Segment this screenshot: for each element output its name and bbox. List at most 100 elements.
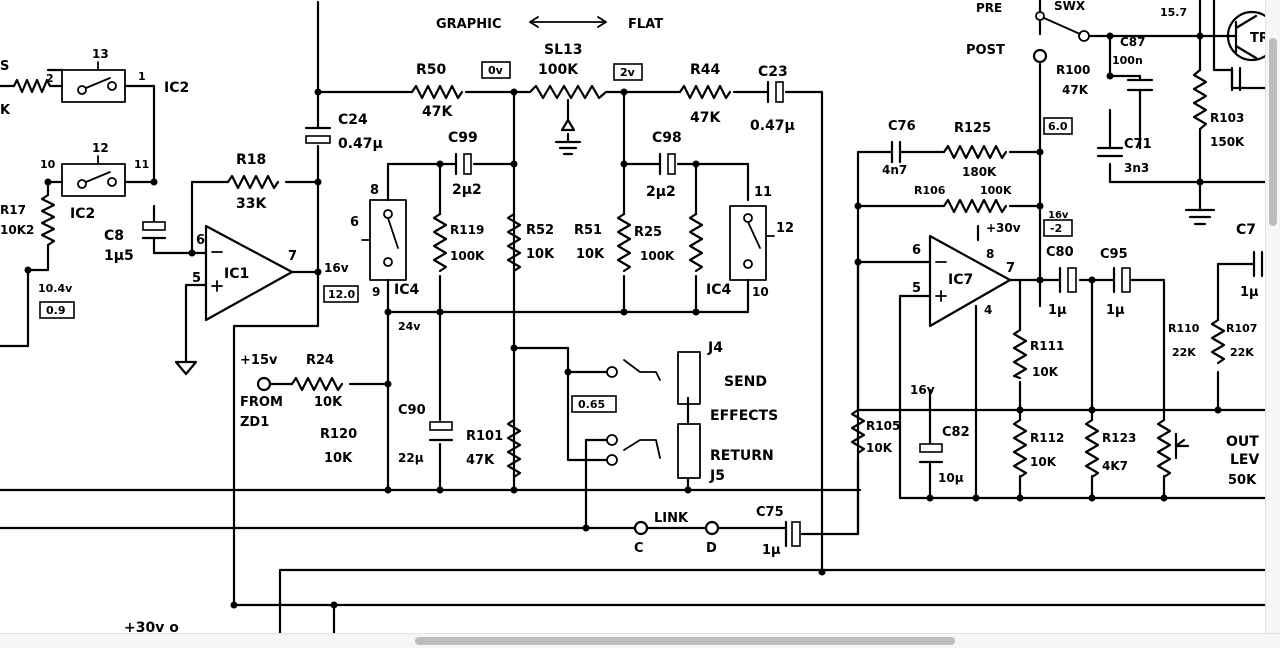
label-zd1: ZD1 (240, 415, 269, 430)
resistor-r103 (1192, 68, 1208, 154)
label-c23: C23 (758, 64, 788, 80)
label-link: LINK (654, 511, 689, 526)
label-r103-value: 150K (1210, 135, 1245, 149)
label-r107-value: 22K (1230, 346, 1254, 359)
label-lev-value: 50K (1228, 473, 1257, 488)
pin-8: 8 (370, 183, 379, 198)
label-v104: 10.4v (38, 282, 73, 295)
horizontal-scrollbar-thumb[interactable] (415, 637, 955, 645)
label-r105-value: 10K (866, 441, 893, 455)
label-j4: J4 (707, 340, 723, 356)
label-r25: R25 (634, 225, 662, 240)
label-r120-value: 10K (324, 451, 353, 466)
resistor-r123 (1084, 418, 1100, 479)
resistor-r105 (850, 408, 866, 455)
label-c99-value: 2μ2 (452, 182, 482, 198)
label-r107: R107 (1226, 322, 1257, 335)
capacitor-c23 (766, 80, 784, 104)
resistor-r17 (40, 193, 56, 247)
pin-10: 10 (40, 158, 56, 171)
resistor-r24 (290, 376, 344, 392)
jack-send (677, 351, 701, 405)
label-flat: FLAT (628, 17, 663, 32)
op-amps (204, 224, 1012, 328)
test-point-12-0: 12.0 (328, 288, 355, 301)
label-ic4b: IC4 (706, 282, 731, 298)
label-ic7: IC7 (948, 272, 973, 288)
label-c7x-value: 1μ (1240, 285, 1259, 300)
ic1-pin-7: 7 (288, 249, 297, 264)
label-r24: R24 (306, 353, 334, 368)
label-v24: 24v (398, 320, 421, 333)
vertical-scrollbar[interactable] (1265, 0, 1280, 634)
ic7-pin-7: 7 (1006, 261, 1015, 276)
label-c8-value: 1μ5 (104, 248, 134, 264)
label-c71: C71 (1124, 137, 1152, 152)
label-r51: R51 (574, 223, 602, 238)
label-left-k: K (0, 103, 11, 118)
label-sl13: SL13 (544, 42, 583, 58)
label-r52-value: 10K (526, 247, 555, 262)
ground-right (1184, 208, 1216, 226)
resistor-r101 (506, 418, 522, 479)
label-ic2a: IC2 (164, 80, 189, 96)
pin-10b: 10 (752, 285, 769, 299)
label-r110-value: 22K (1172, 346, 1196, 359)
test-point-0-65: 0.65 (578, 398, 605, 411)
label-c87: C87 (1120, 35, 1146, 49)
component-labels: GRAPHIC FLAT SL13 100K R50 47K R44 47K C… (0, 0, 1266, 634)
label-c90-value: 22μ (398, 451, 424, 465)
pin-12: 12 (92, 141, 109, 155)
resistor-r18 (226, 174, 280, 190)
label-c82-value: 10μ (938, 471, 964, 485)
switch-ic4a (361, 199, 407, 281)
label-plus30: +30v (986, 221, 1021, 235)
label-c7x: C7 (1236, 222, 1256, 238)
label-c80: C80 (1046, 245, 1074, 260)
label-c95: C95 (1100, 247, 1128, 262)
resistor-lev (1156, 418, 1172, 479)
label-post: POST (966, 43, 1005, 58)
capacitor-c8 (141, 221, 167, 240)
label-v16b: 16v (1048, 210, 1069, 221)
capacitor-c24 (304, 126, 332, 144)
vertical-scrollbar-thumb[interactable] (1269, 38, 1277, 226)
label-c98-value: 2μ2 (646, 184, 676, 200)
pin-11: 11 (134, 158, 149, 171)
label-r44: R44 (690, 62, 721, 78)
label-r112-value: 10K (1030, 455, 1057, 469)
resistor-r51 (616, 212, 632, 273)
test-points: 0v 2v 0.9 12.0 0.65 6.0 -2 (39, 61, 1073, 413)
label-send: SEND (724, 374, 767, 390)
label-r100: R100 (1056, 63, 1090, 77)
label-left-s: S (0, 59, 9, 74)
capacitor-tr-base (1230, 66, 1242, 92)
label-c75-value: 1μ (762, 543, 781, 558)
label-r103: R103 (1210, 111, 1244, 125)
horizontal-scrollbar[interactable] (0, 633, 1280, 648)
capacitor-c7x (1252, 250, 1264, 278)
opamp-ic1 (204, 224, 294, 322)
label-r50-value: 47K (422, 104, 453, 120)
label-c87-value: 100n (1112, 54, 1143, 67)
label-r44-value: 47K (690, 110, 721, 126)
label-c24-value: 0.47μ (338, 136, 383, 152)
test-point-minus-2: -2 (1050, 222, 1062, 235)
switch-ic4b (729, 205, 775, 281)
test-point-6-0: 6.0 (1048, 120, 1068, 133)
resistor-r50 (410, 84, 464, 100)
label-lev: LEV (1230, 452, 1259, 468)
label-r106-value: 100K (980, 184, 1012, 197)
label-plus15: +15v (240, 353, 278, 368)
label-c98: C98 (652, 130, 682, 146)
label-return: RETURN (710, 448, 774, 464)
label-r24-value: 10K (314, 395, 343, 410)
label-r51-value: 10K (576, 247, 605, 262)
resistor-sl13 (528, 84, 608, 100)
label-tr: TR (1250, 31, 1266, 46)
switch-ic2b (61, 155, 126, 197)
label-c24: C24 (338, 112, 368, 128)
resistor-r110 (1210, 318, 1226, 365)
label-r100-value: 47K (1062, 83, 1089, 97)
